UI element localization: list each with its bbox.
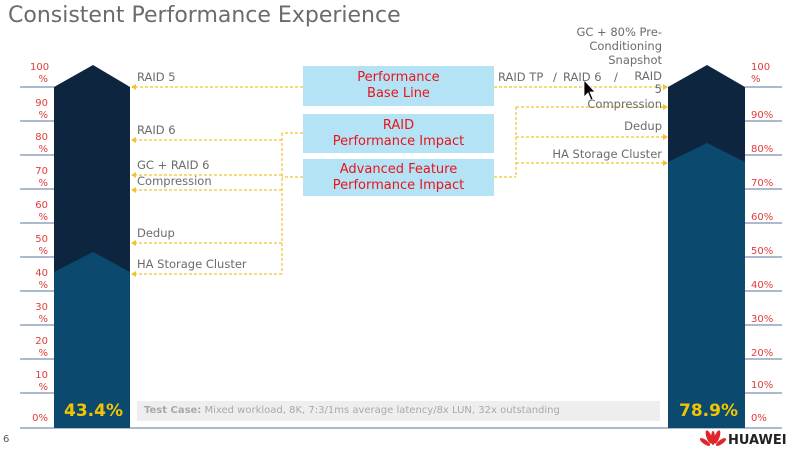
left-label-dedup: Dedup <box>137 226 175 240</box>
right-label-dedup: Dedup <box>624 119 662 133</box>
arrowheads <box>131 84 668 277</box>
raid-performance-impact-box: RAID Performance Impact <box>303 114 494 153</box>
left-tick: 70 % <box>35 166 48 189</box>
left-tick: 10 % <box>35 370 48 393</box>
mouse-cursor-icon <box>583 78 596 101</box>
right-tick: 50% <box>751 246 774 257</box>
right-tick: 80% <box>751 144 774 155</box>
right-tick: 60% <box>751 212 774 223</box>
left-tick: 0% <box>32 413 48 424</box>
connectors <box>134 86 664 275</box>
huawei-flower-icon <box>700 430 726 446</box>
left-tick: 80 % <box>35 132 48 155</box>
right-label-raid5: RAID 5 <box>634 69 662 96</box>
left-tick: 60 % <box>35 200 48 223</box>
right-tick: 30% <box>751 314 774 325</box>
right-tick: 10% <box>751 380 774 391</box>
left-label-raid5: RAID 5 <box>137 70 176 84</box>
right-label-raid6: RAID 6 <box>563 70 602 84</box>
advanced-feature-impact-box: Advanced Feature Performance Impact <box>303 159 494 196</box>
right-label-ha: HA Storage Cluster <box>552 147 662 161</box>
left-label-raid6: RAID 6 <box>137 123 176 137</box>
right-label-gc-snapshot: GC + 80% Pre- Conditioning Snapshot <box>576 25 662 67</box>
left-tick: 100 % <box>30 62 50 85</box>
left-bar-fill <box>54 252 130 428</box>
left-label-compression: Compression <box>137 174 212 188</box>
right-tick: 20% <box>751 348 774 359</box>
scale-lines <box>20 86 782 429</box>
page-number: 6 <box>3 434 10 445</box>
right-tick: 100 % <box>751 62 771 85</box>
right-label-slash: / <box>614 70 618 84</box>
performance-base-line-box: Performance Base Line <box>303 66 494 106</box>
left-label-ha: HA Storage Cluster <box>137 257 247 271</box>
right-label-compression: Compression <box>587 97 662 111</box>
test-case-label: Test Case: <box>144 405 202 416</box>
slide-title: Consistent Performance Experience <box>8 3 401 28</box>
left-label-gc-raid6: GC + RAID 6 <box>137 158 210 172</box>
left-tick: 30 % <box>35 302 48 325</box>
left-tick: 20 % <box>35 336 48 359</box>
left-value: 43.4% <box>64 401 123 421</box>
right-label-raid-tp: RAID TP <box>498 70 544 84</box>
right-value: 78.9% <box>679 401 738 421</box>
left-tick: 50 % <box>35 234 48 257</box>
test-case-text: Mixed workload, 8K, 7:3/1ms average late… <box>201 405 560 416</box>
left-tick: 90 % <box>35 98 48 121</box>
left-tick: 40 % <box>35 268 48 291</box>
right-bar-fill <box>668 143 745 428</box>
brand-name: HUAWEI <box>728 432 787 448</box>
right-tick: 40% <box>751 280 774 291</box>
huawei-logo: HUAWEI <box>700 429 787 451</box>
right-tick: 70% <box>751 178 774 189</box>
right-tick: 0% <box>751 413 767 424</box>
right-label-slash: / <box>553 70 557 84</box>
test-case-note: Test Case: Mixed workload, 8K, 7:3/1ms a… <box>137 401 660 421</box>
right-tick: 90% <box>751 110 774 121</box>
